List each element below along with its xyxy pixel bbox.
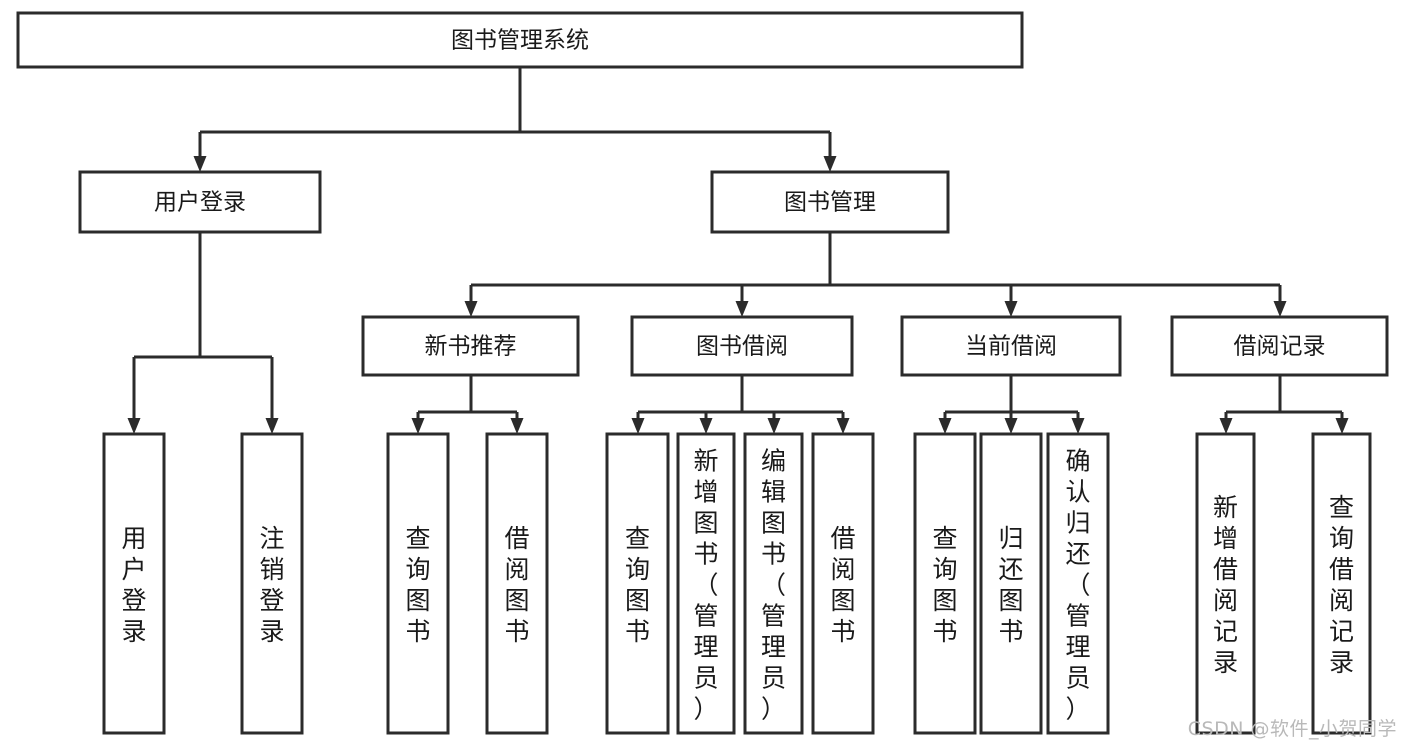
node-box-leaf-logout[interactable] xyxy=(240,432,304,735)
node-leaf-confirm-return[interactable]: 确认归还（管理员） xyxy=(1046,432,1110,735)
edge-group-book-manage xyxy=(464,232,1287,317)
node-user-login[interactable]: 用户登录 xyxy=(78,170,322,234)
node-label-root: 图书管理系统 xyxy=(451,28,589,54)
connector-layer xyxy=(127,67,1349,434)
node-new-book-recommend[interactable]: 新书推荐 xyxy=(361,315,580,377)
node-leaf-edit-book[interactable]: 编辑图书（管理员） xyxy=(743,432,804,735)
node-label-borrow-record: 借阅记录 xyxy=(1234,334,1326,360)
node-box-leaf-query-book-1[interactable] xyxy=(386,432,450,735)
arrow-head-icon xyxy=(411,418,425,434)
node-label-current-borrow: 当前借阅 xyxy=(965,334,1057,360)
arrow-head-icon xyxy=(631,418,645,434)
arrow-head-icon xyxy=(1004,301,1018,317)
node-book-borrow[interactable]: 图书借阅 xyxy=(630,315,854,377)
arrow-head-icon xyxy=(265,418,279,434)
node-box-book-manage[interactable] xyxy=(710,170,950,234)
node-box-leaf-return-book[interactable] xyxy=(979,432,1043,735)
node-leaf-add-book[interactable]: 新增图书（管理员） xyxy=(676,432,736,735)
arrow-head-icon xyxy=(767,418,781,434)
edge-group-user-login xyxy=(127,232,279,434)
node-box-leaf-borrow-book-1[interactable] xyxy=(485,432,549,735)
arrow-head-icon xyxy=(1273,301,1287,317)
node-label-book-borrow: 图书借阅 xyxy=(696,334,788,360)
edge-group-new-book-recommend xyxy=(411,375,524,434)
node-current-borrow[interactable]: 当前借阅 xyxy=(900,315,1122,377)
node-label-leaf-query-book-1: 查询图书 xyxy=(405,524,430,646)
node-leaf-query-book-3[interactable]: 查询图书 xyxy=(913,432,977,735)
node-box-leaf-query-book-3[interactable] xyxy=(913,432,977,735)
arrow-head-icon xyxy=(127,418,141,434)
node-box-leaf-add-record[interactable] xyxy=(1195,432,1256,735)
node-label-leaf-confirm-return: 确认归还（管理员） xyxy=(1065,446,1090,723)
arrow-head-icon xyxy=(836,418,850,434)
arrow-head-icon xyxy=(1071,418,1085,434)
node-box-leaf-query-record[interactable] xyxy=(1311,432,1372,735)
node-box-leaf-edit-book[interactable] xyxy=(743,432,804,735)
edge-group-root xyxy=(193,67,837,172)
node-label-book-manage: 图书管理 xyxy=(784,190,876,216)
node-box-current-borrow[interactable] xyxy=(900,315,1122,377)
node-label-leaf-add-record: 新增借阅记录 xyxy=(1213,493,1238,677)
node-leaf-return-book[interactable]: 归还图书 xyxy=(979,432,1043,735)
node-box-root[interactable] xyxy=(16,11,1024,69)
node-box-new-book-recommend[interactable] xyxy=(361,315,580,377)
node-label-leaf-borrow-book-1: 借阅图书 xyxy=(504,524,529,646)
node-root[interactable]: 图书管理系统 xyxy=(16,11,1024,69)
arrow-head-icon xyxy=(699,418,713,434)
node-leaf-borrow-book-2[interactable]: 借阅图书 xyxy=(811,432,875,735)
arrow-head-icon xyxy=(735,301,749,317)
node-label-leaf-query-book-2: 查询图书 xyxy=(625,524,650,646)
edge-group-current-borrow xyxy=(938,375,1085,434)
arrow-head-icon xyxy=(464,301,478,317)
node-box-leaf-borrow-book-2[interactable] xyxy=(811,432,875,735)
node-leaf-add-record[interactable]: 新增借阅记录 xyxy=(1195,432,1256,735)
edge-group-book-borrow xyxy=(631,375,850,434)
node-box-leaf-query-book-2[interactable] xyxy=(605,432,670,735)
node-label-leaf-add-book: 新增图书（管理员） xyxy=(693,446,718,723)
arrow-head-icon xyxy=(193,156,207,172)
node-label-leaf-logout: 注销登录 xyxy=(259,524,284,646)
node-label-leaf-borrow-book-2: 借阅图书 xyxy=(830,524,855,646)
node-leaf-query-record[interactable]: 查询借阅记录 xyxy=(1311,432,1372,735)
node-box-leaf-add-book[interactable] xyxy=(676,432,736,735)
node-book-manage[interactable]: 图书管理 xyxy=(710,170,950,234)
arrow-head-icon xyxy=(1219,418,1233,434)
node-box-leaf-confirm-return[interactable] xyxy=(1046,432,1110,735)
node-label-new-book-recommend: 新书推荐 xyxy=(425,334,517,360)
node-layer: 图书管理系统用户登录图书管理新书推荐图书借阅当前借阅借阅记录用户登录注销登录查询… xyxy=(16,11,1389,735)
node-leaf-user-login[interactable]: 用户登录 xyxy=(102,432,166,735)
node-box-user-login[interactable] xyxy=(78,170,322,234)
node-label-leaf-edit-book: 编辑图书（管理员） xyxy=(761,446,786,723)
arrow-head-icon xyxy=(823,156,837,172)
arrow-head-icon xyxy=(1004,418,1018,434)
node-label-leaf-user-login: 用户登录 xyxy=(121,524,146,646)
node-label-user-login: 用户登录 xyxy=(154,190,246,216)
node-label-leaf-return-book: 归还图书 xyxy=(998,524,1023,646)
node-leaf-query-book-1[interactable]: 查询图书 xyxy=(386,432,450,735)
node-leaf-borrow-book-1[interactable]: 借阅图书 xyxy=(485,432,549,735)
node-label-leaf-query-book-3: 查询图书 xyxy=(932,524,957,646)
node-box-leaf-user-login[interactable] xyxy=(102,432,166,735)
node-box-book-borrow[interactable] xyxy=(630,315,854,377)
arrow-head-icon xyxy=(938,418,952,434)
node-borrow-record[interactable]: 借阅记录 xyxy=(1170,315,1389,377)
edge-group-borrow-record xyxy=(1219,375,1349,434)
arrow-head-icon xyxy=(1335,418,1349,434)
node-leaf-logout[interactable]: 注销登录 xyxy=(240,432,304,735)
node-leaf-query-book-2[interactable]: 查询图书 xyxy=(605,432,670,735)
node-label-leaf-query-record: 查询借阅记录 xyxy=(1329,493,1354,677)
node-box-borrow-record[interactable] xyxy=(1170,315,1389,377)
arrow-head-icon xyxy=(510,418,524,434)
